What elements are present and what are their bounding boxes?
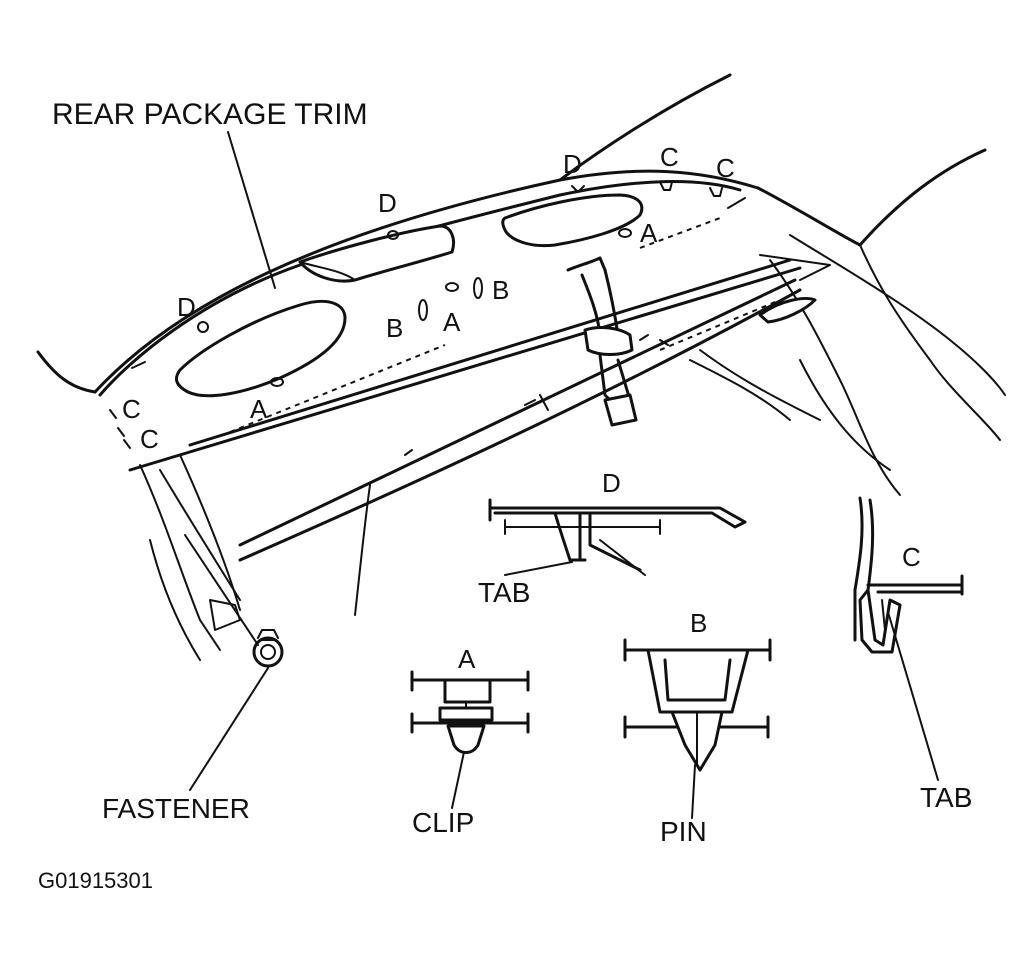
detail-c-letter: C xyxy=(902,542,921,572)
detail-b-letter: B xyxy=(690,608,707,638)
fastener-letter-a: A xyxy=(640,218,658,248)
detail-a-caption: CLIP xyxy=(412,807,474,838)
detail-d-caption: TAB xyxy=(478,577,530,608)
fastener-letter-d: D xyxy=(378,188,397,218)
fastener-letter-a: A xyxy=(250,394,268,424)
diagram-title: REAR PACKAGE TRIM xyxy=(52,98,368,131)
figure-code: G01915301 xyxy=(38,868,153,893)
fastener-letter-b: B xyxy=(492,275,509,305)
fastener-letter-c: C xyxy=(716,153,735,183)
detail-c-tab-leader xyxy=(887,611,939,781)
fastener-letter-c: C xyxy=(660,142,679,172)
fastener-letter-d: D xyxy=(177,292,196,322)
vehicle-outline xyxy=(36,73,1006,661)
detail-b-drawing xyxy=(623,638,772,772)
detail-c-drawing xyxy=(853,496,964,654)
detail-b-caption: PIN xyxy=(660,816,707,847)
fastener-part xyxy=(252,629,284,668)
detail-c-caption: TAB xyxy=(920,782,972,813)
detail-d-tab-leader xyxy=(504,561,573,576)
detail-a-clip-leader xyxy=(451,751,465,809)
fastener-letter-b: B xyxy=(386,313,403,343)
detail-a-drawing xyxy=(410,670,530,754)
detail-b-pin-leader xyxy=(691,764,696,819)
fastener-letter-a: A xyxy=(443,307,461,337)
fastener-pillar-leader xyxy=(184,534,259,646)
fastener-leader-line xyxy=(189,667,269,791)
fastener-letter-c: C xyxy=(122,394,141,424)
fastener-label: FASTENER xyxy=(102,793,250,824)
fastener-letter-c: C xyxy=(140,424,159,454)
title-leader-line xyxy=(227,131,276,289)
detail-d-drawing xyxy=(488,498,747,576)
detail-d-letter: D xyxy=(602,468,621,498)
detail-a-letter: A xyxy=(458,644,476,674)
fastener-letter-d: D xyxy=(563,149,582,179)
